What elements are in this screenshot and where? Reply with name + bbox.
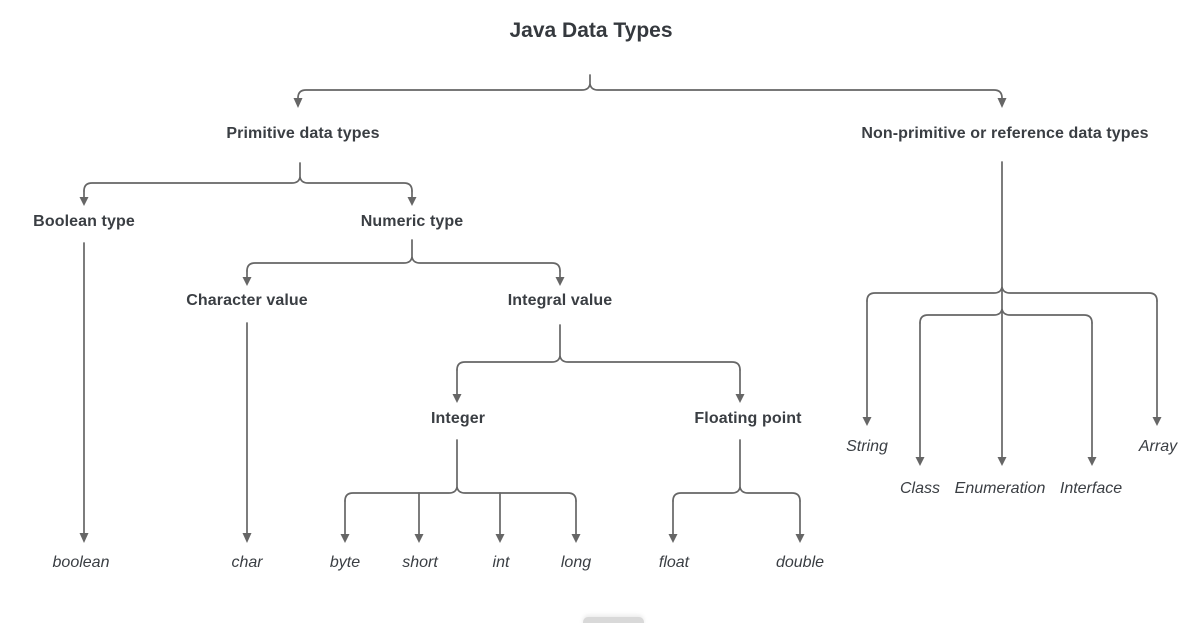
diagram-title: Java Data Types <box>509 19 673 42</box>
node-non-primitive-data-types: Non-primitive or reference data types <box>861 125 1149 142</box>
leaf-class: Class <box>899 480 941 497</box>
connector-boolean <box>79 242 89 543</box>
connector-root-split <box>293 74 1007 108</box>
connector-nonprimitive-split <box>862 161 1162 466</box>
connector-numeric-split <box>242 239 565 286</box>
leaf-boolean: boolean <box>52 554 110 571</box>
node-boolean-type: Boolean type <box>33 213 135 230</box>
leaf-short: short <box>402 554 438 571</box>
leaf-string: String <box>846 438 888 455</box>
leaf-int: int <box>492 554 510 571</box>
leaf-array: Array <box>1138 438 1178 455</box>
node-character-value: Character value <box>186 292 308 309</box>
node-integer: Integer <box>430 410 486 427</box>
connector-floating-split <box>668 439 805 543</box>
node-integral-value: Integral value <box>507 292 613 309</box>
leaf-byte: byte <box>329 554 361 571</box>
connector-integral-split <box>452 324 745 403</box>
bottom-tab-handle[interactable] <box>583 617 644 623</box>
leaf-long: long <box>560 554 592 571</box>
node-primitive-data-types: Primitive data types <box>226 125 380 142</box>
leaf-enumeration: Enumeration <box>954 480 1046 497</box>
connector-integer-split <box>340 439 581 543</box>
leaf-interface: Interface <box>1059 480 1123 497</box>
node-numeric-type: Numeric type <box>360 213 464 230</box>
connector-char <box>242 322 252 543</box>
leaf-double: double <box>775 554 825 571</box>
node-floating-point: Floating point <box>694 410 802 427</box>
connector-primitive-split <box>79 162 417 206</box>
leaf-float: float <box>658 554 690 571</box>
leaf-char: char <box>231 554 263 571</box>
